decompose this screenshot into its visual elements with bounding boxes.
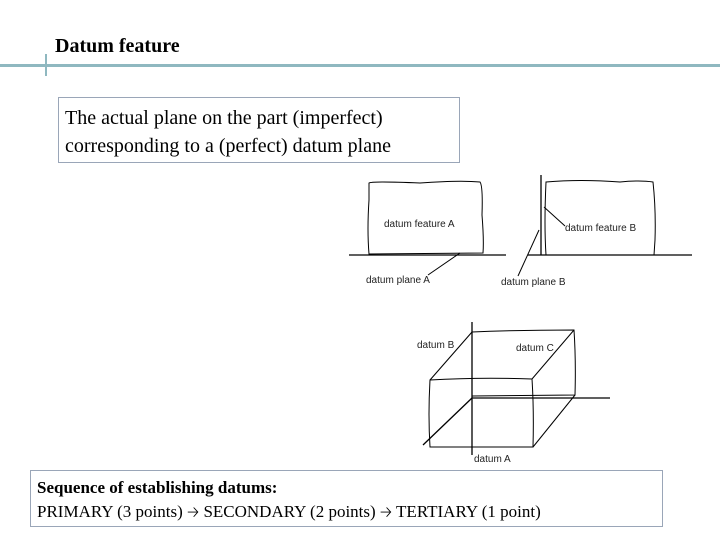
diagram-datum-plane-a [349,180,506,276]
title-divider [0,64,720,67]
sequence-primary: PRIMARY (3 points) [37,502,183,521]
label-datum-plane-a: datum plane A [366,275,430,286]
right-arrow-icon: 🡢 [379,503,393,521]
label-datum-feature-b: datum feature B [565,223,636,234]
axis-diagonal [422,397,473,446]
diagram-datum-plane-b [517,175,692,277]
label-datum-b: datum B [417,340,455,351]
diagram-datum-box [422,322,610,455]
box-front-face [428,377,534,448]
label-datum-plane-b: datum plane B [501,277,566,288]
definition-line-1: The actual plane on the part (imperfect) [65,107,383,129]
sequence-secondary: SECONDARY (2 points) [203,502,376,521]
sequence-heading: Sequence of establishing datums: [37,478,278,497]
box-edge-top-left [429,331,473,381]
sequence-box: Sequence of establishing datums: PRIMARY… [30,470,663,527]
slide-title: Datum feature [55,35,180,57]
label-datum-c: datum C [516,343,554,354]
sequence-line: PRIMARY (3 points) 🡢 SECONDARY (2 points… [37,500,662,524]
sequence-tertiary: TERTIARY (1 point) [396,502,541,521]
right-arrow-icon: 🡢 [187,503,200,521]
title-accent-tick [45,54,47,76]
box-edge-bottom-right [532,394,576,448]
box-edge-top-right [531,329,575,380]
part-outline-b [544,180,656,256]
leader-feature-b [543,206,566,227]
label-datum-feature-a: datum feature A [384,219,455,230]
definition-box: The actual plane on the part (imperfect)… [58,97,460,163]
leader-plane-b [517,229,540,277]
leader-feature-a [427,252,461,276]
part-outline-a [367,180,484,255]
label-datum-a: datum A [474,454,511,465]
definition-line-2: corresponding to a (perfect) datum plane [65,135,391,157]
box-back-face [471,329,576,397]
